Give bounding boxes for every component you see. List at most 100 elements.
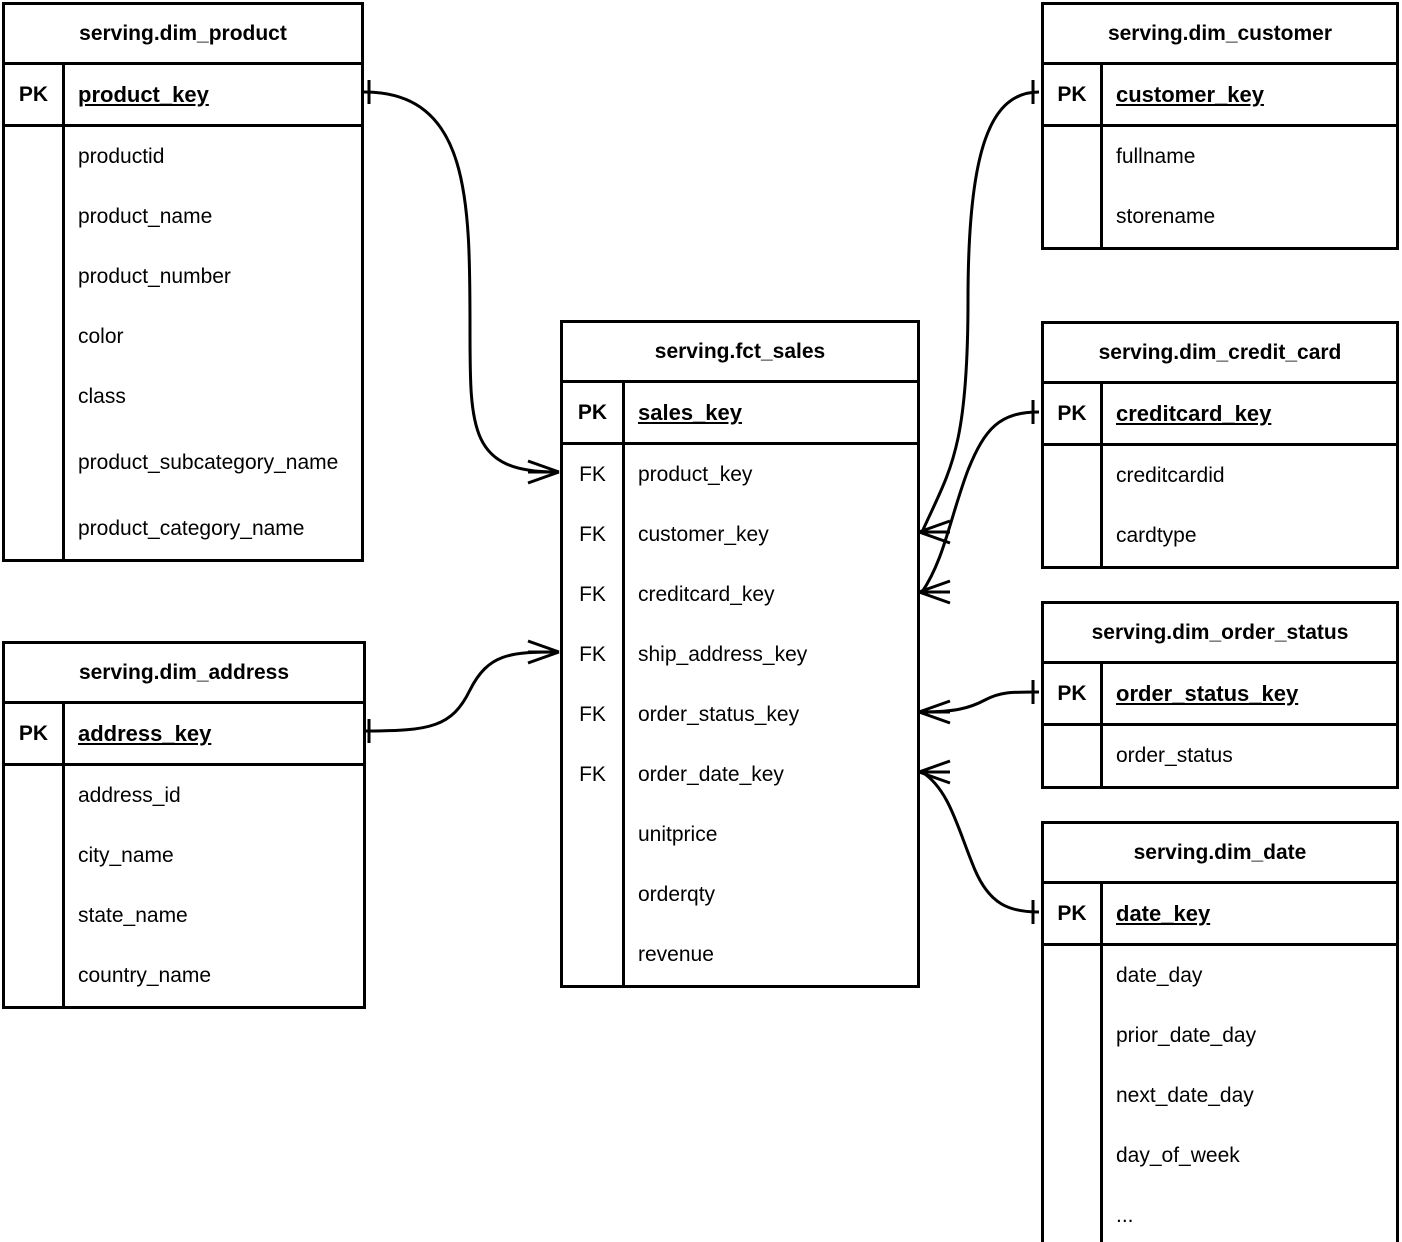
primary-key-row: PK sales_key [563,383,917,445]
field-key-tag [5,499,62,559]
pk-tag: PK [577,401,608,424]
entity-fields: order_status [1044,726,1396,786]
field-key-tag [5,367,62,427]
relationship-product-sales [363,80,560,485]
primary-key-row: PK product_key [5,65,361,127]
field-key-tag [1044,127,1100,187]
pk-tag: PK [18,83,49,106]
field-key-tag [5,946,62,1006]
field-key-tag [563,865,622,925]
field-name: address_id [78,784,181,807]
entity-fct-sales[interactable]: serving.fct_sales PK sales_key FK FK FK … [560,320,920,988]
primary-key-row: PK customer_key [1044,65,1396,127]
field-name: city_name [78,844,174,867]
field-name: order_status_key [638,703,800,726]
field-name: product_subcategory_name [78,450,339,474]
entity-fields: creditcardid cardtype [1044,446,1396,566]
field-name: cardtype [1116,524,1197,547]
pk-field-name: date_key [1116,901,1211,926]
relationship-date-sales [918,759,1040,924]
pk-field-name: address_key [78,721,212,746]
field-key-tag: FK [579,703,606,726]
field-name: ship_address_key [638,643,808,666]
primary-key-row: PK address_key [5,704,363,766]
field-key-tag [1044,946,1100,1006]
entity-fields: fullname storename [1044,127,1396,247]
field-name: creditcardid [1116,464,1225,487]
field-name: orderqty [638,883,716,906]
field-name: day_of_week [1116,1144,1240,1167]
field-key-tag [5,247,62,307]
field-key-tag: FK [579,583,606,606]
pk-field-name: creditcard_key [1116,401,1272,426]
field-name: prior_date_day [1116,1024,1257,1047]
field-name: product_name [78,205,213,228]
field-key-tag [5,766,62,826]
field-key-tag: FK [579,763,606,786]
pk-tag: PK [1057,402,1087,425]
entity-fields: address_id city_name state_name country_… [5,766,363,1006]
entity-title: serving.fct_sales [563,323,917,383]
field-key-tag [1044,446,1100,506]
field-key-tag [563,805,622,865]
field-name: product_key [638,463,753,486]
relationship-creditcard-sales [918,400,1040,605]
pk-field-name: sales_key [638,400,742,425]
pk-tag: PK [1057,682,1087,705]
entity-title: serving.dim_address [5,644,363,704]
field-key-tag [1044,1006,1100,1066]
entity-dim-product[interactable]: serving.dim_product PK product_key produ… [2,2,364,562]
field-key-tag: FK [579,643,606,666]
field-name: revenue [638,943,714,966]
entity-dim-order-status[interactable]: serving.dim_order_status PK order_status… [1041,601,1399,789]
field-key-tag: FK [579,523,606,546]
field-name: productid [78,145,165,168]
entity-title: serving.dim_order_status [1044,604,1396,664]
entity-title: serving.dim_date [1044,824,1396,884]
field-key-tag [5,127,62,187]
field-key-tag: FK [579,463,606,486]
pk-tag: PK [18,722,49,745]
primary-key-row: PK order_status_key [1044,664,1396,726]
field-key-tag [1044,1186,1100,1242]
field-name: order_status [1116,744,1233,767]
pk-tag: PK [1057,902,1087,925]
field-name: order_date_key [638,763,784,786]
field-name: product_category_name [78,517,305,540]
field-key-tag [5,886,62,946]
field-name: next_date_day [1116,1084,1254,1107]
entity-dim-credit-card[interactable]: serving.dim_credit_card PK creditcard_ke… [1041,321,1399,569]
entity-dim-date[interactable]: serving.dim_date PK date_key date_day pr… [1041,821,1399,1242]
entity-title: serving.dim_product [5,5,361,65]
field-name: fullname [1116,145,1196,168]
entity-title: serving.dim_customer [1044,5,1396,65]
field-name: unitprice [638,823,718,846]
field-key-tag [1044,1126,1100,1186]
entity-dim-address[interactable]: serving.dim_address PK address_key addre… [2,641,366,1009]
entity-fields: FK FK FK FK FK FK product_key customer_k… [563,445,917,985]
field-name: product_number [78,265,231,288]
field-key-tag [1044,1066,1100,1126]
pk-field-name: order_status_key [1116,681,1299,706]
relationship-orderstatus-sales [918,680,1040,725]
entity-dim-customer[interactable]: serving.dim_customer PK customer_key ful… [1041,2,1399,250]
field-name: storename [1116,205,1216,228]
entity-title: serving.dim_credit_card [1044,324,1396,384]
field-key-tag [1044,726,1100,786]
field-key-tag [563,925,622,985]
field-key-tag [1044,187,1100,247]
field-name: class [78,385,126,408]
field-key-tag [1044,506,1100,566]
field-name: creditcard_key [638,583,775,606]
pk-tag: PK [1057,83,1087,106]
field-name: state_name [78,904,188,927]
field-name: date_day [1116,964,1203,987]
field-key-tag [5,427,62,499]
pk-field-name: customer_key [1116,82,1264,107]
field-name: country_name [78,964,212,987]
entity-fields: productid product_name product_number co… [5,127,361,559]
relationship-address-sales [365,639,560,743]
field-key-tag [5,187,62,247]
field-name: ... [1116,1204,1134,1227]
